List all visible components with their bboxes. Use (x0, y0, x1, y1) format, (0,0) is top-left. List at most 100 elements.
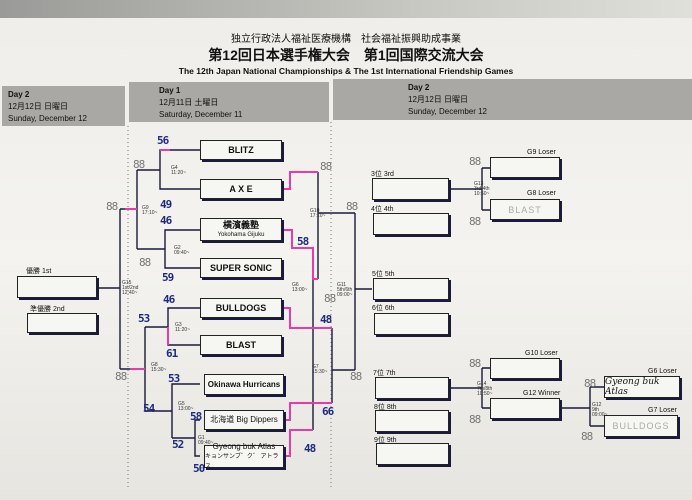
team-name: Okinawa Hurricans (207, 379, 281, 389)
place-label-2nd: 準優勝 2nd (30, 306, 65, 313)
game-label-g9: G9 17:10~ (142, 205, 158, 216)
game-label-g12: G12 9th 09:00~ (592, 402, 608, 418)
team-name: 横濱義塾 (222, 219, 259, 230)
slot-label-g9-loser: G9 Loser (527, 149, 556, 156)
score-blank: 88 (139, 256, 151, 269)
score-blank: 88 (584, 377, 596, 390)
day-label: Day 2 (408, 83, 430, 92)
score-blank: 88 (106, 200, 118, 213)
game-label-g5: G5 13:00~ (178, 401, 194, 412)
place-box-5th (373, 278, 449, 300)
slot-box-g10-loser (490, 358, 560, 379)
score-blank: 88 (133, 158, 145, 171)
score-g8-bottom: 54 (143, 402, 155, 415)
team-name: A X E (229, 184, 253, 194)
score-g8-top: 53 (138, 312, 150, 325)
date-jp: 12月11日 土曜日 (159, 98, 219, 107)
team-name: BULLDOGS (215, 303, 267, 313)
score-blank: 88 (469, 357, 481, 370)
team-name: Gyeong buk Atlas (212, 441, 276, 451)
slot-value: Gyeong buk Atlas (605, 377, 660, 397)
score-blank: 88 (115, 370, 127, 383)
score-yokohama: 46 (160, 214, 172, 227)
place-box-3rd (372, 178, 449, 200)
date-jp: 12月12日 日曜日 (408, 95, 469, 104)
slot-box-g7-loser: BULLDOGS (604, 415, 678, 437)
background-wall (0, 0, 692, 22)
left-bracket-lines (97, 149, 200, 457)
score-gyeong-buk: 50 (193, 462, 205, 475)
place-box-1st (17, 276, 97, 298)
game-label-g3: G3 11:20~ (175, 322, 191, 333)
score-g7-bulldogs: 48 (320, 313, 332, 326)
score-blank: 88 (581, 430, 593, 443)
game-label-g13: G13 3rd/4th 10:50~ (474, 181, 490, 197)
organizer-subtitle: 独立行政法人福祉医療機構 社会福祉振興助成事業 (231, 34, 461, 45)
score-okinawa: 53 (168, 372, 180, 385)
place-label-7th: 7位 7th (373, 370, 396, 377)
score-g7-big-dippers: 66 (322, 405, 334, 418)
slot-box-g8-loser: BLAST (490, 199, 560, 220)
team-box-okinawa: Okinawa Hurricans (204, 374, 284, 395)
score-blank: 88 (320, 160, 332, 173)
place-label-1st: 優勝 1st (26, 268, 52, 275)
date-en: Sunday, December 12 (8, 114, 88, 123)
team-box-blitz: BLITZ (200, 140, 282, 160)
place-label-8th: 8位 8th (374, 404, 397, 411)
game-label-g7: G7 15:30~ (312, 364, 328, 375)
place-box-8th (375, 410, 449, 432)
place-label-6th: 6位 6th (372, 305, 395, 312)
slot-value: BULLDOGS (612, 421, 670, 431)
game-label-g14: G14 7th/8th 10:50~ (477, 381, 493, 397)
slot-label-g8-loser: G8 Loser (527, 190, 556, 197)
team-name: BLITZ (228, 145, 254, 155)
place-label-5th: 5位 5th (372, 271, 395, 278)
slot-value: BLAST (508, 204, 542, 215)
score-blank: 88 (469, 413, 481, 426)
game-label-g2: G2 09:40~ (174, 245, 190, 256)
team-name: BLAST (226, 340, 256, 350)
score-blank: 88 (469, 155, 481, 168)
score-blank: 88 (350, 370, 362, 383)
team-name: 北海道 Big Dippers (210, 415, 278, 424)
place-box-2nd (27, 313, 97, 333)
game-label-g10: G10 17:10~ (310, 208, 326, 219)
score-blast: 61 (166, 347, 178, 360)
score-blank: 88 (346, 200, 358, 213)
team-box-blast: BLAST (200, 335, 282, 355)
winner-path-lines (125, 149, 332, 457)
team-name-en: Yokohama Gijuku (217, 231, 265, 238)
game-label-g1: G1 09:40~ (198, 435, 214, 446)
day-label: Day 1 (159, 86, 181, 95)
poster-title-en: The 12th Japan National Championships & … (178, 66, 514, 76)
slot-box-g6-loser: Gyeong buk Atlas (604, 376, 680, 398)
place-label-4th: 4位 4th (371, 206, 394, 213)
score-g5-bottom: 52 (172, 438, 184, 451)
right-bracket-lines (312, 167, 604, 430)
slot-label-g7-loser: G7 Loser (648, 407, 677, 414)
date-en: Saturday, December 11 (159, 110, 243, 119)
date-jp: 12月12日 日曜日 (8, 102, 69, 111)
score-big-dippers: 58 (190, 410, 202, 423)
score-blitz: 56 (157, 134, 169, 147)
place-label-3rd: 3位 3rd (371, 171, 394, 178)
team-box-axe: A X E (200, 179, 282, 199)
score-blank: 88 (469, 215, 481, 228)
team-box-gyeong-buk: Gyeong buk Atlas キョンサンブ゛ク゛ アトラス (204, 441, 284, 470)
team-box-bulldogs: BULLDOGS (200, 298, 282, 318)
day-header-middle: Day 1 12月11日 土曜日 Saturday, December 11 (129, 82, 329, 122)
score-blank: 88 (324, 292, 336, 305)
score-g6-yokohama: 58 (297, 235, 309, 248)
place-box-6th (374, 313, 449, 335)
place-box-7th (375, 377, 449, 399)
slot-box-g12-winner (490, 398, 560, 419)
team-name-kana: キョンサンブ゛ク゛ アトラス (205, 453, 279, 470)
place-label-9th: 9位 9th (374, 437, 397, 444)
slot-label-g12-winner: G12 Winner (523, 390, 561, 397)
game-label-g11: G11 5th/6th 09:00~ (337, 282, 353, 298)
score-bulldogs: 46 (163, 293, 175, 306)
